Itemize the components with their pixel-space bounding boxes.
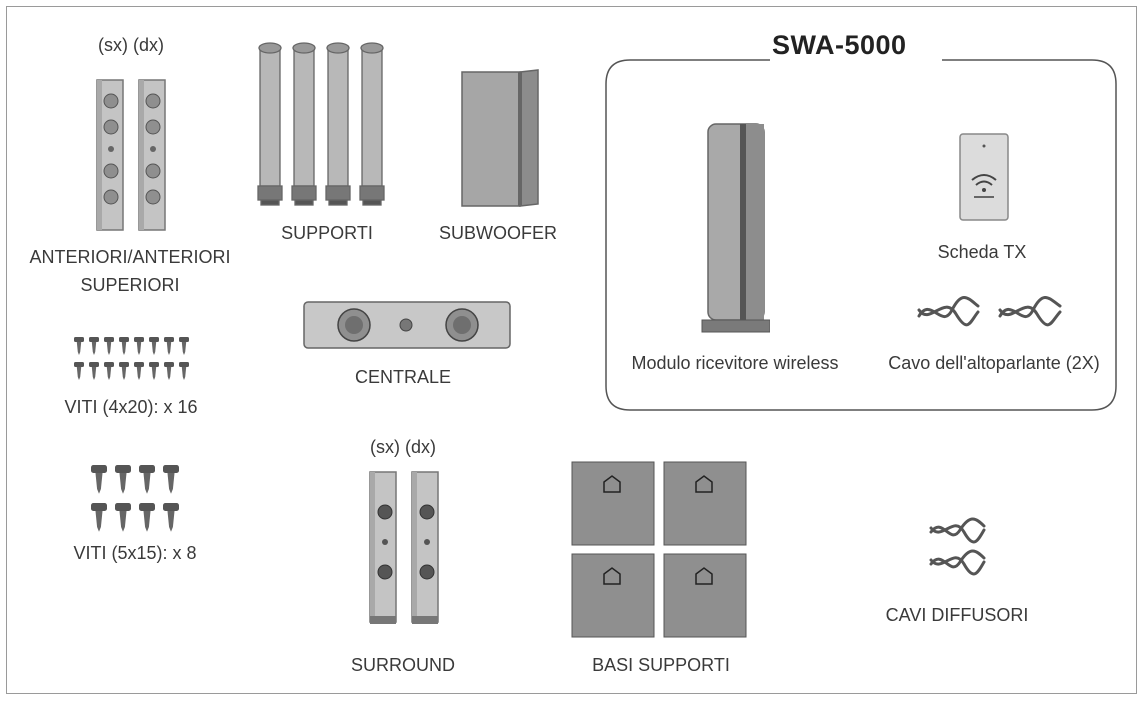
screw-large bbox=[179, 337, 189, 355]
screws-large-label: VITI (4x20): x 16 bbox=[64, 397, 198, 417]
front-speakers-image bbox=[94, 78, 174, 233]
center-speaker-image bbox=[302, 300, 514, 352]
screw-small bbox=[115, 465, 131, 494]
screws-large-image bbox=[72, 335, 196, 385]
screw-large bbox=[164, 337, 174, 355]
screw-large bbox=[179, 362, 189, 380]
screws-small-image bbox=[89, 462, 181, 538]
front-speaker-left bbox=[96, 79, 124, 231]
surround-speaker-right bbox=[411, 471, 439, 624]
stand-base-4 bbox=[663, 553, 747, 638]
front-speaker-right bbox=[138, 79, 166, 231]
supports-image bbox=[252, 40, 392, 210]
surround-speakers-image bbox=[365, 470, 445, 628]
stand-base-3 bbox=[571, 553, 655, 638]
center-label: CENTRALE bbox=[354, 367, 452, 387]
screw-large bbox=[119, 362, 129, 380]
screw-large bbox=[89, 362, 99, 380]
speaker-cables-label: CAVI DIFFUSORI bbox=[885, 605, 1029, 625]
wireless-receiver-image bbox=[700, 120, 770, 336]
speaker-cables-image bbox=[928, 512, 988, 582]
screw-large bbox=[104, 337, 114, 355]
front-lr-label: (sx) (dx) bbox=[98, 35, 164, 55]
support-1 bbox=[257, 42, 283, 206]
screw-small bbox=[91, 503, 107, 532]
surround-speaker-left bbox=[369, 471, 397, 624]
subwoofer-label: SUBWOOFER bbox=[438, 223, 558, 243]
screws-small-label: VITI (5x15): x 8 bbox=[73, 543, 197, 563]
screw-large bbox=[89, 337, 99, 355]
stand-base-2 bbox=[663, 461, 747, 546]
screw-small bbox=[139, 503, 155, 532]
stand-bases-label: BASI SUPPORTI bbox=[592, 655, 730, 675]
screw-large bbox=[74, 337, 84, 355]
screw-large bbox=[74, 362, 84, 380]
front-label-line2: SUPERIORI bbox=[80, 275, 180, 295]
screw-large bbox=[119, 337, 129, 355]
screw-large bbox=[134, 337, 144, 355]
swa-kit-title: SWA-5000 bbox=[772, 30, 907, 60]
screw-small bbox=[163, 465, 179, 494]
tx-card-label: Scheda TX bbox=[937, 242, 1027, 262]
screw-large bbox=[134, 362, 144, 380]
screw-small bbox=[139, 465, 155, 494]
front-label-line1: ANTERIORI/ANTERIORI bbox=[29, 247, 231, 267]
screw-small bbox=[91, 465, 107, 494]
support-2 bbox=[291, 42, 317, 206]
swa-cables-label: Cavo dell'altoparlante (2X) bbox=[888, 353, 1100, 373]
support-4 bbox=[359, 42, 385, 206]
screw-large bbox=[164, 362, 174, 380]
surround-label: SURROUND bbox=[350, 655, 456, 675]
stand-bases-image bbox=[570, 460, 750, 640]
tx-card-image bbox=[958, 132, 1010, 222]
subwoofer-image bbox=[460, 66, 542, 210]
screw-small bbox=[115, 503, 131, 532]
surround-lr-label: (sx) (dx) bbox=[370, 437, 436, 457]
supports-label: SUPPORTI bbox=[281, 223, 373, 243]
screw-large bbox=[104, 362, 114, 380]
screw-small bbox=[163, 503, 179, 532]
diagram-frame bbox=[6, 6, 1137, 694]
stand-base-1 bbox=[571, 461, 655, 546]
swa-cables-image bbox=[916, 290, 1064, 334]
support-3 bbox=[325, 42, 351, 206]
screw-large bbox=[149, 337, 159, 355]
screw-large bbox=[149, 362, 159, 380]
swa-kit-box bbox=[604, 44, 1118, 414]
wireless-receiver-label: Modulo ricevitore wireless bbox=[631, 353, 839, 373]
